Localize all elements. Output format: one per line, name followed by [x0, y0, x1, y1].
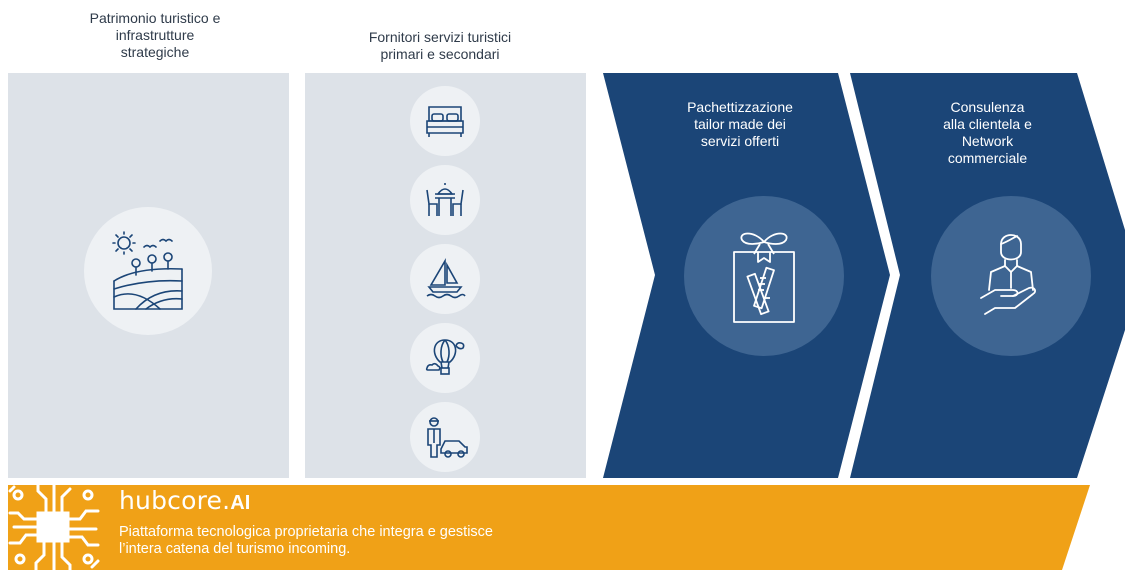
bed-icon [410, 86, 480, 156]
arrow-line: alla clientela e [943, 116, 1032, 132]
title-line: strategiche [120, 44, 190, 60]
column-title-suppliers: Fornitori servizi turistici primari e se… [320, 29, 560, 63]
landscape-sun-hills-icon [84, 207, 212, 335]
brand-suffix: AI [230, 492, 251, 514]
brand-logo: hubcore.AI [119, 486, 250, 515]
arrow-line: commerciale [947, 150, 1028, 166]
arrow-line: Pachettizzazione [687, 99, 793, 115]
hot-air-balloon-icon [410, 323, 480, 393]
dining-table-icon [410, 165, 480, 235]
arrow-text-packaging: Pachettizzazione tailor made dei servizi… [660, 99, 820, 150]
arrow-line: servizi offerti [700, 133, 780, 149]
title-line: Fornitori servizi turistici [368, 29, 512, 45]
gift-package-icon [684, 196, 844, 356]
brand-name: hubcore. [119, 486, 231, 515]
arrow-line: Network [961, 133, 1014, 149]
banner-description: Piattaforma tecnologica proprietaria che… [119, 524, 639, 558]
title-line: primari e secondari [380, 46, 500, 62]
arrow-line: tailor made dei [694, 116, 786, 132]
description-line: l’intera catena del turismo incoming. [119, 541, 351, 557]
column-title-heritage: Patrimonio turistico e infrastrutture st… [40, 10, 270, 61]
description-line: Piattaforma tecnologica proprietaria che… [119, 524, 493, 540]
arrow-text-consulting: Consulenza alla clientela e Network comm… [915, 99, 1060, 167]
driver-car-icon [410, 402, 480, 472]
sailboat-icon [410, 244, 480, 314]
person-hand-icon [931, 196, 1091, 356]
title-line: infrastrutture [115, 27, 195, 43]
arrow-line: Consulenza [950, 99, 1025, 115]
circuit-chip-icon [8, 485, 100, 570]
title-line: Patrimonio turistico e [89, 10, 221, 26]
